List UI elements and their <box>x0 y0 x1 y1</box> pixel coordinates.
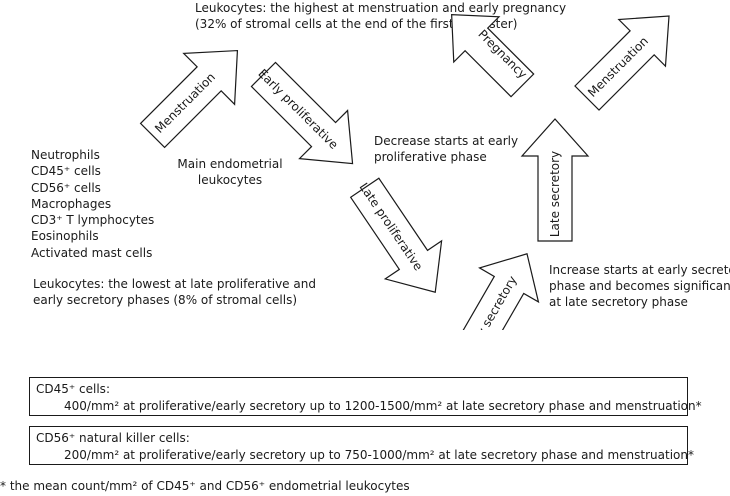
main-label-line2: leukocytes <box>197 173 263 187</box>
increase-note-line1: Increase starts at early secretory <box>549 263 730 277</box>
leukocyte-list: Neutrophils CD45⁺ cells CD56⁺ cells Macr… <box>31 147 154 261</box>
top-note-line2: (32% of stromal cells at the end of the … <box>195 17 518 31</box>
arrow-menstruation-left: Menstruation <box>139 49 239 149</box>
arrow-early-proliferative-label: Early proliferative <box>255 66 340 151</box>
increase-note: Increase starts at early secretory phase… <box>549 262 730 310</box>
arrow-late-proliferative-label: Late proliferative <box>357 180 426 273</box>
main-label-line1: Main endometrial <box>177 157 283 171</box>
decrease-note: Decrease starts at early proliferative p… <box>374 133 518 165</box>
arrow-late-secretory-label: Late secretory <box>548 151 562 237</box>
top-note: Leukocytes: the highest at menstruation … <box>195 0 567 32</box>
cd56-box-text: 200/mm² at proliferative/early secretory… <box>64 448 694 462</box>
cd45-box-title: CD45⁺ cells: <box>36 382 110 396</box>
arrow-late-proliferative: Late proliferative <box>349 177 443 293</box>
list-item: Neutrophils <box>31 148 100 162</box>
footnote: * the mean count/mm² of CD45⁺ and CD56⁺ … <box>0 479 410 493</box>
list-item: Activated mast cells <box>31 245 153 260</box>
arrow-late-secretory: Late secretory <box>520 118 590 242</box>
main-leukocytes-label: Main endometrial leukocytes <box>165 156 295 188</box>
arrow-menstruation-right: Menstruation <box>574 15 670 111</box>
lowest-note-line2: early secretory phases (8% of stromal ce… <box>33 293 298 307</box>
cd56-box-title: CD56⁺ natural killer cells: <box>36 431 190 445</box>
lowest-note: Leukocytes: the lowest at late prolifera… <box>33 276 316 308</box>
list-item: CD45⁺ cells <box>31 164 101 179</box>
list-item: Eosinophils <box>31 229 99 244</box>
cd45-box: CD45⁺ cells: 400/mm² at proliferative/ea… <box>29 377 702 416</box>
cd56-box: CD56⁺ natural killer cells: 200/mm² at p… <box>29 426 694 465</box>
list-item: CD56⁺ cells <box>31 180 101 195</box>
increase-note-line3: at late secretory phase <box>549 295 688 309</box>
cycle-arrows-diagram: Menstruation Early proliferative Late pr… <box>139 14 670 330</box>
arrow-pregnancy: Pregnancy <box>451 14 535 98</box>
cd45-box-text: 400/mm² at proliferative/early secretory… <box>64 399 702 413</box>
decrease-note-line2: proliferative phase <box>374 150 487 164</box>
increase-note-line2: phase and becomes significant <box>549 279 730 293</box>
list-item: Macrophages <box>31 196 112 211</box>
decrease-note-line1: Decrease starts at early <box>374 134 519 148</box>
arrow-early-secretory: Early secretory <box>453 253 540 330</box>
lowest-note-line1: Leukocytes: the lowest at late prolifera… <box>33 277 316 291</box>
top-note-line1: Leukocytes: the highest at menstruation … <box>195 1 567 15</box>
list-item: CD3⁺ T lymphocytes <box>31 213 155 228</box>
